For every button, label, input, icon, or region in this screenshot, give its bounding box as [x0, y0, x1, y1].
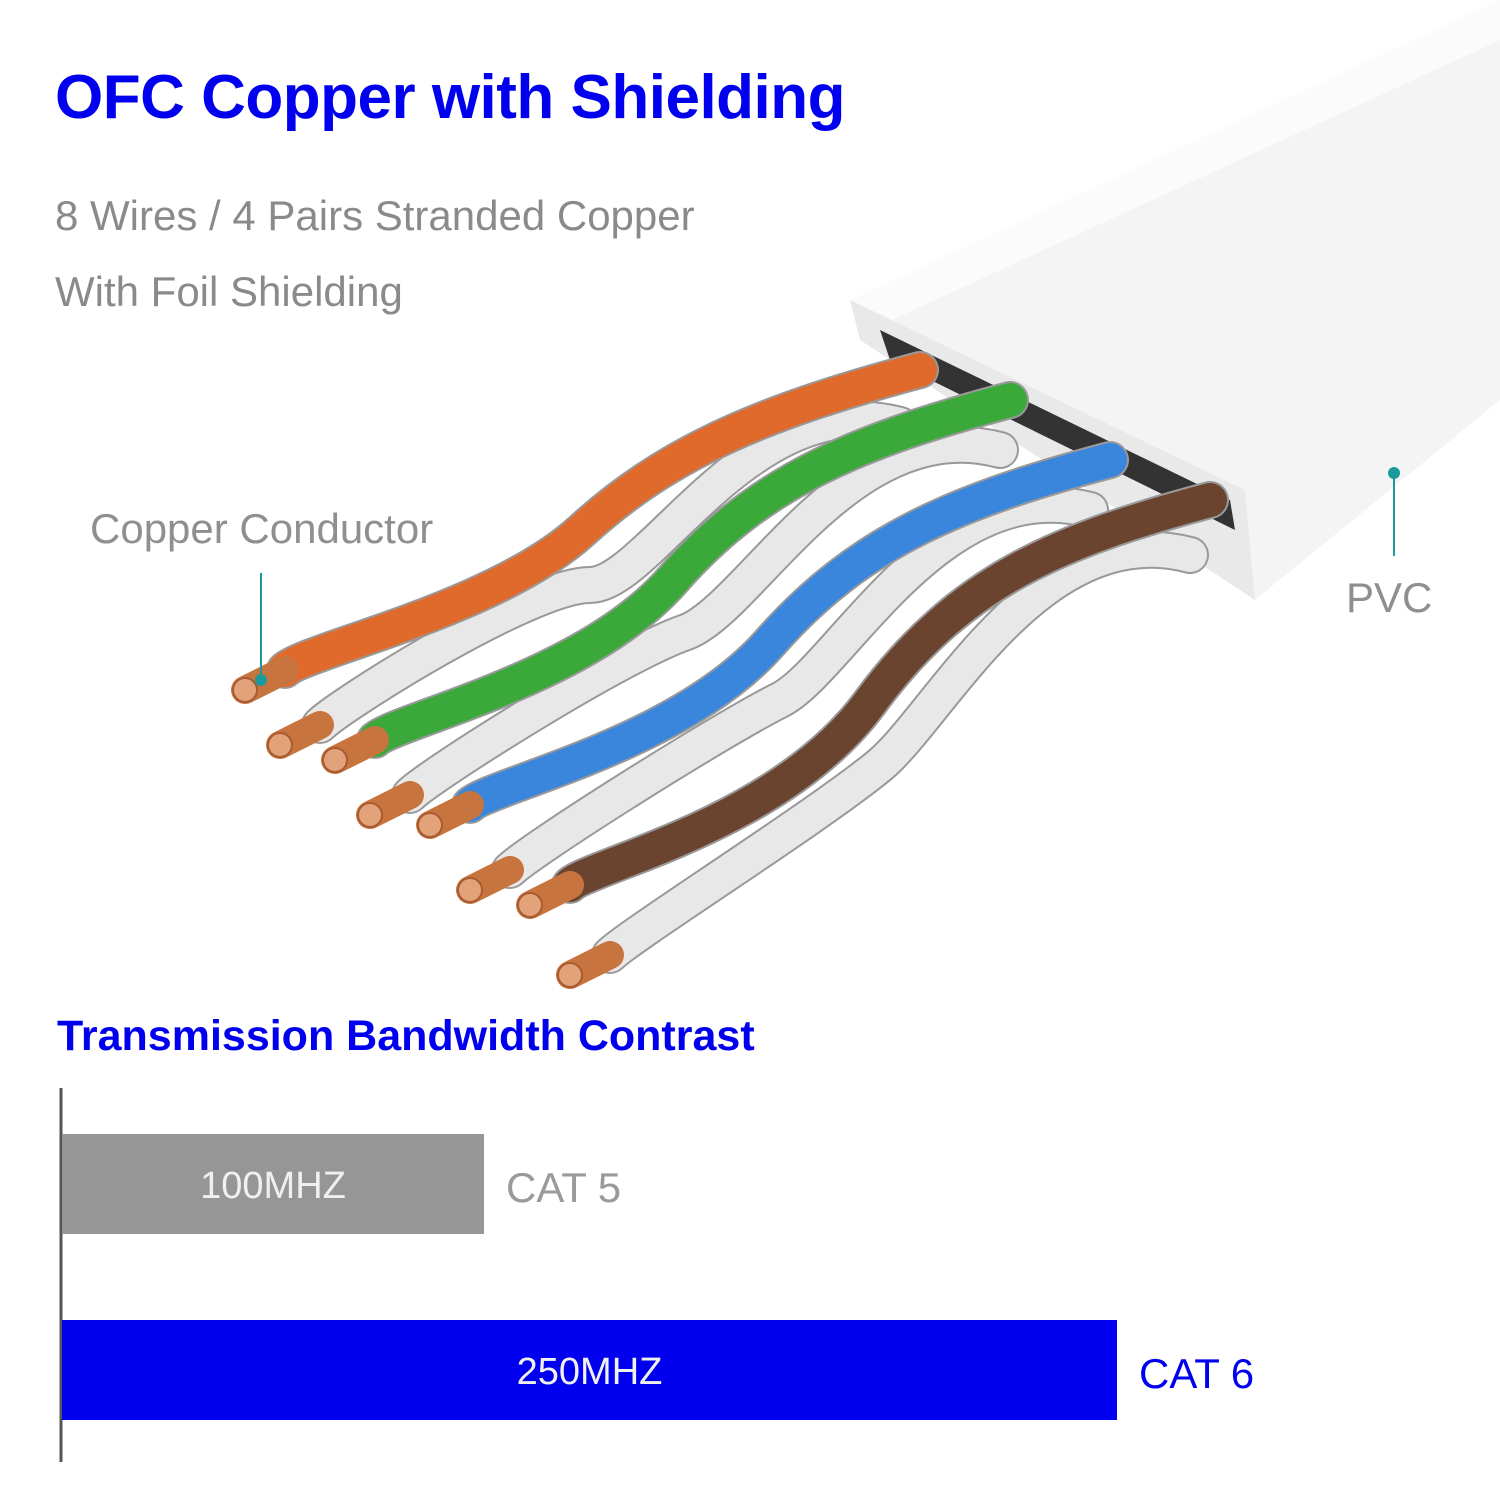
chart-title: Transmission Bandwidth Contrast	[57, 1012, 755, 1060]
bar-value-label: 100MHZ	[200, 1165, 346, 1207]
category-label: CAT 5	[506, 1164, 621, 1211]
wire	[553, 483, 1227, 902]
copper-tip	[232, 677, 258, 703]
subtitle-line-2: With Foil Shielding	[55, 268, 403, 315]
copper-tip	[457, 877, 483, 903]
copper-tip	[267, 732, 293, 758]
pvc-callout	[1388, 467, 1400, 556]
wire	[303, 402, 917, 742]
wire	[493, 487, 1107, 887]
bar-value-label: 250MHZ	[517, 1351, 663, 1393]
wire	[268, 353, 937, 687]
copper-tip	[322, 747, 348, 773]
copper-conductor-label: Copper Conductor	[90, 505, 434, 552]
wire	[453, 443, 1127, 822]
wire	[358, 383, 1027, 757]
page-title: OFC Copper with Shielding	[55, 63, 846, 132]
copper-tip	[557, 962, 583, 988]
subtitle-line-1: 8 Wires / 4 Pairs Stranded Copper	[55, 192, 695, 239]
pvc-label: PVC	[1346, 574, 1433, 621]
copper-tip	[357, 802, 383, 828]
wire	[593, 532, 1207, 972]
copper-callout	[255, 573, 267, 686]
pvc-jacket	[850, 0, 1500, 600]
wire	[393, 427, 1017, 812]
copper-tip	[517, 892, 543, 918]
category-label: CAT 6	[1139, 1350, 1254, 1397]
bar-cat-6	[62, 1320, 1117, 1420]
copper-tip	[417, 812, 443, 838]
wires	[231, 351, 1229, 989]
cable-illustration	[231, 0, 1500, 989]
bar-cat-5	[62, 1134, 484, 1234]
